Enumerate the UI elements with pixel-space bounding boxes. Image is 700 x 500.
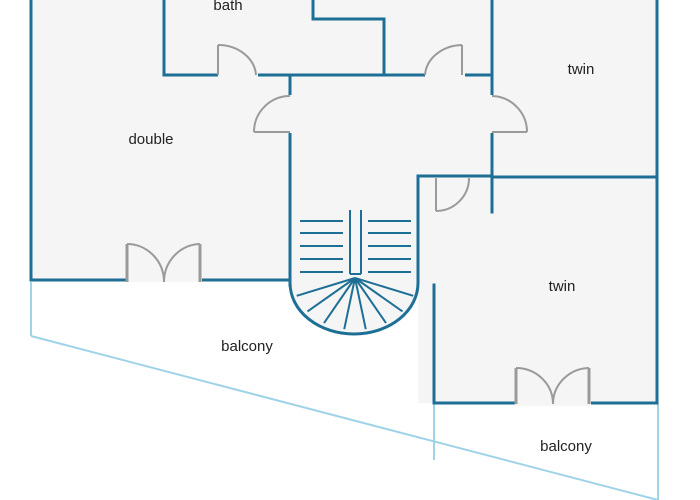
room-label-balcony-right: balcony xyxy=(540,438,592,455)
balcony-diagonal xyxy=(30,335,659,500)
stair-winder xyxy=(354,277,367,330)
stair-winder xyxy=(354,277,387,324)
wall-bath xyxy=(162,0,386,77)
floor-twin-top xyxy=(490,0,658,175)
door-double-balcony xyxy=(125,242,202,283)
stair-winder xyxy=(306,277,356,313)
staircase xyxy=(296,210,414,330)
wall-twin-right xyxy=(432,175,659,405)
room-label-twin-right: twin xyxy=(549,278,576,295)
room-label-bath: bath xyxy=(213,0,242,14)
floor-twin-right xyxy=(418,175,658,403)
door-hall-small xyxy=(435,177,470,212)
doors xyxy=(125,43,591,406)
stair-winder xyxy=(354,277,404,313)
stair-winder xyxy=(296,277,356,297)
stair-winder xyxy=(354,277,414,297)
door-double-hall xyxy=(253,95,292,133)
room-label-double: double xyxy=(128,131,173,148)
floor-fills xyxy=(30,0,658,403)
room-label-twin-top: twin xyxy=(568,61,595,78)
stair-winder xyxy=(323,277,356,324)
wall-stair-curve xyxy=(288,174,494,336)
wall-double-outer xyxy=(29,0,292,282)
stair-winder xyxy=(343,277,356,330)
door-twin-balcony xyxy=(514,366,591,406)
room-label-balcony-left: balcony xyxy=(221,338,273,355)
balcony-outlines xyxy=(30,282,659,500)
door-top-room xyxy=(424,44,465,77)
floor-stair xyxy=(290,175,418,335)
door-bath xyxy=(217,43,258,77)
door-twin-top xyxy=(490,95,528,133)
